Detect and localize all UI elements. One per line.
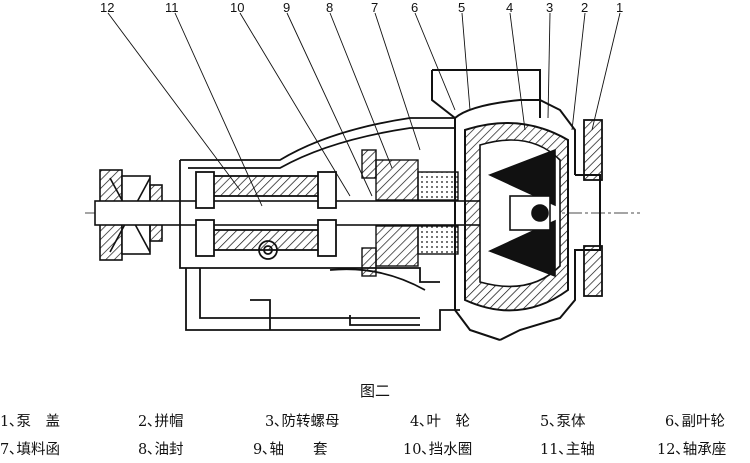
leader-lines <box>107 12 621 207</box>
callout-7: 7 <box>371 0 378 15</box>
legend-item-pump-body: 5､泵体 <box>540 414 586 430</box>
figure-caption: 图二 <box>359 382 390 400</box>
legend-item-water-slinger: 10､挡水圈 <box>403 442 473 458</box>
bearing-housing <box>179 117 460 331</box>
pump-cover <box>583 119 603 297</box>
callout-3: 3 <box>546 0 553 15</box>
legend-item-auxiliary-impeller: 6､副叶轮 <box>665 414 725 430</box>
callout-12: 12 <box>100 0 114 15</box>
legend-item-main-shaft: 11､主轴 <box>540 442 595 458</box>
callout-11: 11 <box>165 0 179 15</box>
callout-2: 2 <box>581 0 588 15</box>
impeller <box>479 139 561 288</box>
callout-8: 8 <box>326 0 333 15</box>
callout-5: 5 <box>458 0 465 15</box>
legend-item-stuffing-box: 7､填料函 <box>0 442 60 458</box>
callout-4: 4 <box>506 0 513 15</box>
seal-packing-area <box>361 149 459 277</box>
legend-item-anti-rotation-nut: 3､防转螺母 <box>265 414 340 430</box>
callout-6: 6 <box>411 0 418 15</box>
pump-cross-section-drawing: 12 11 10 9 8 7 6 5 4 3 2 1 <box>85 0 640 341</box>
legend-item-bearing-housing: 12､轴承座 <box>657 442 727 458</box>
callout-1: 1 <box>616 0 623 15</box>
legend-item-oil-seal: 8､油封 <box>138 442 184 458</box>
callout-numbers: 12 11 10 9 8 7 6 5 4 3 2 1 <box>100 0 623 15</box>
legend-item-shaft-sleeve: 9､轴 套 <box>253 442 328 458</box>
legend-item-lock-nut: 2､拼帽 <box>138 414 184 430</box>
callout-9: 9 <box>283 0 290 15</box>
callout-10: 10 <box>230 0 244 15</box>
legend-item-impeller: 4､叶 轮 <box>410 414 470 430</box>
legend-item-pump-cover: 1､泵 盖 <box>0 414 60 430</box>
